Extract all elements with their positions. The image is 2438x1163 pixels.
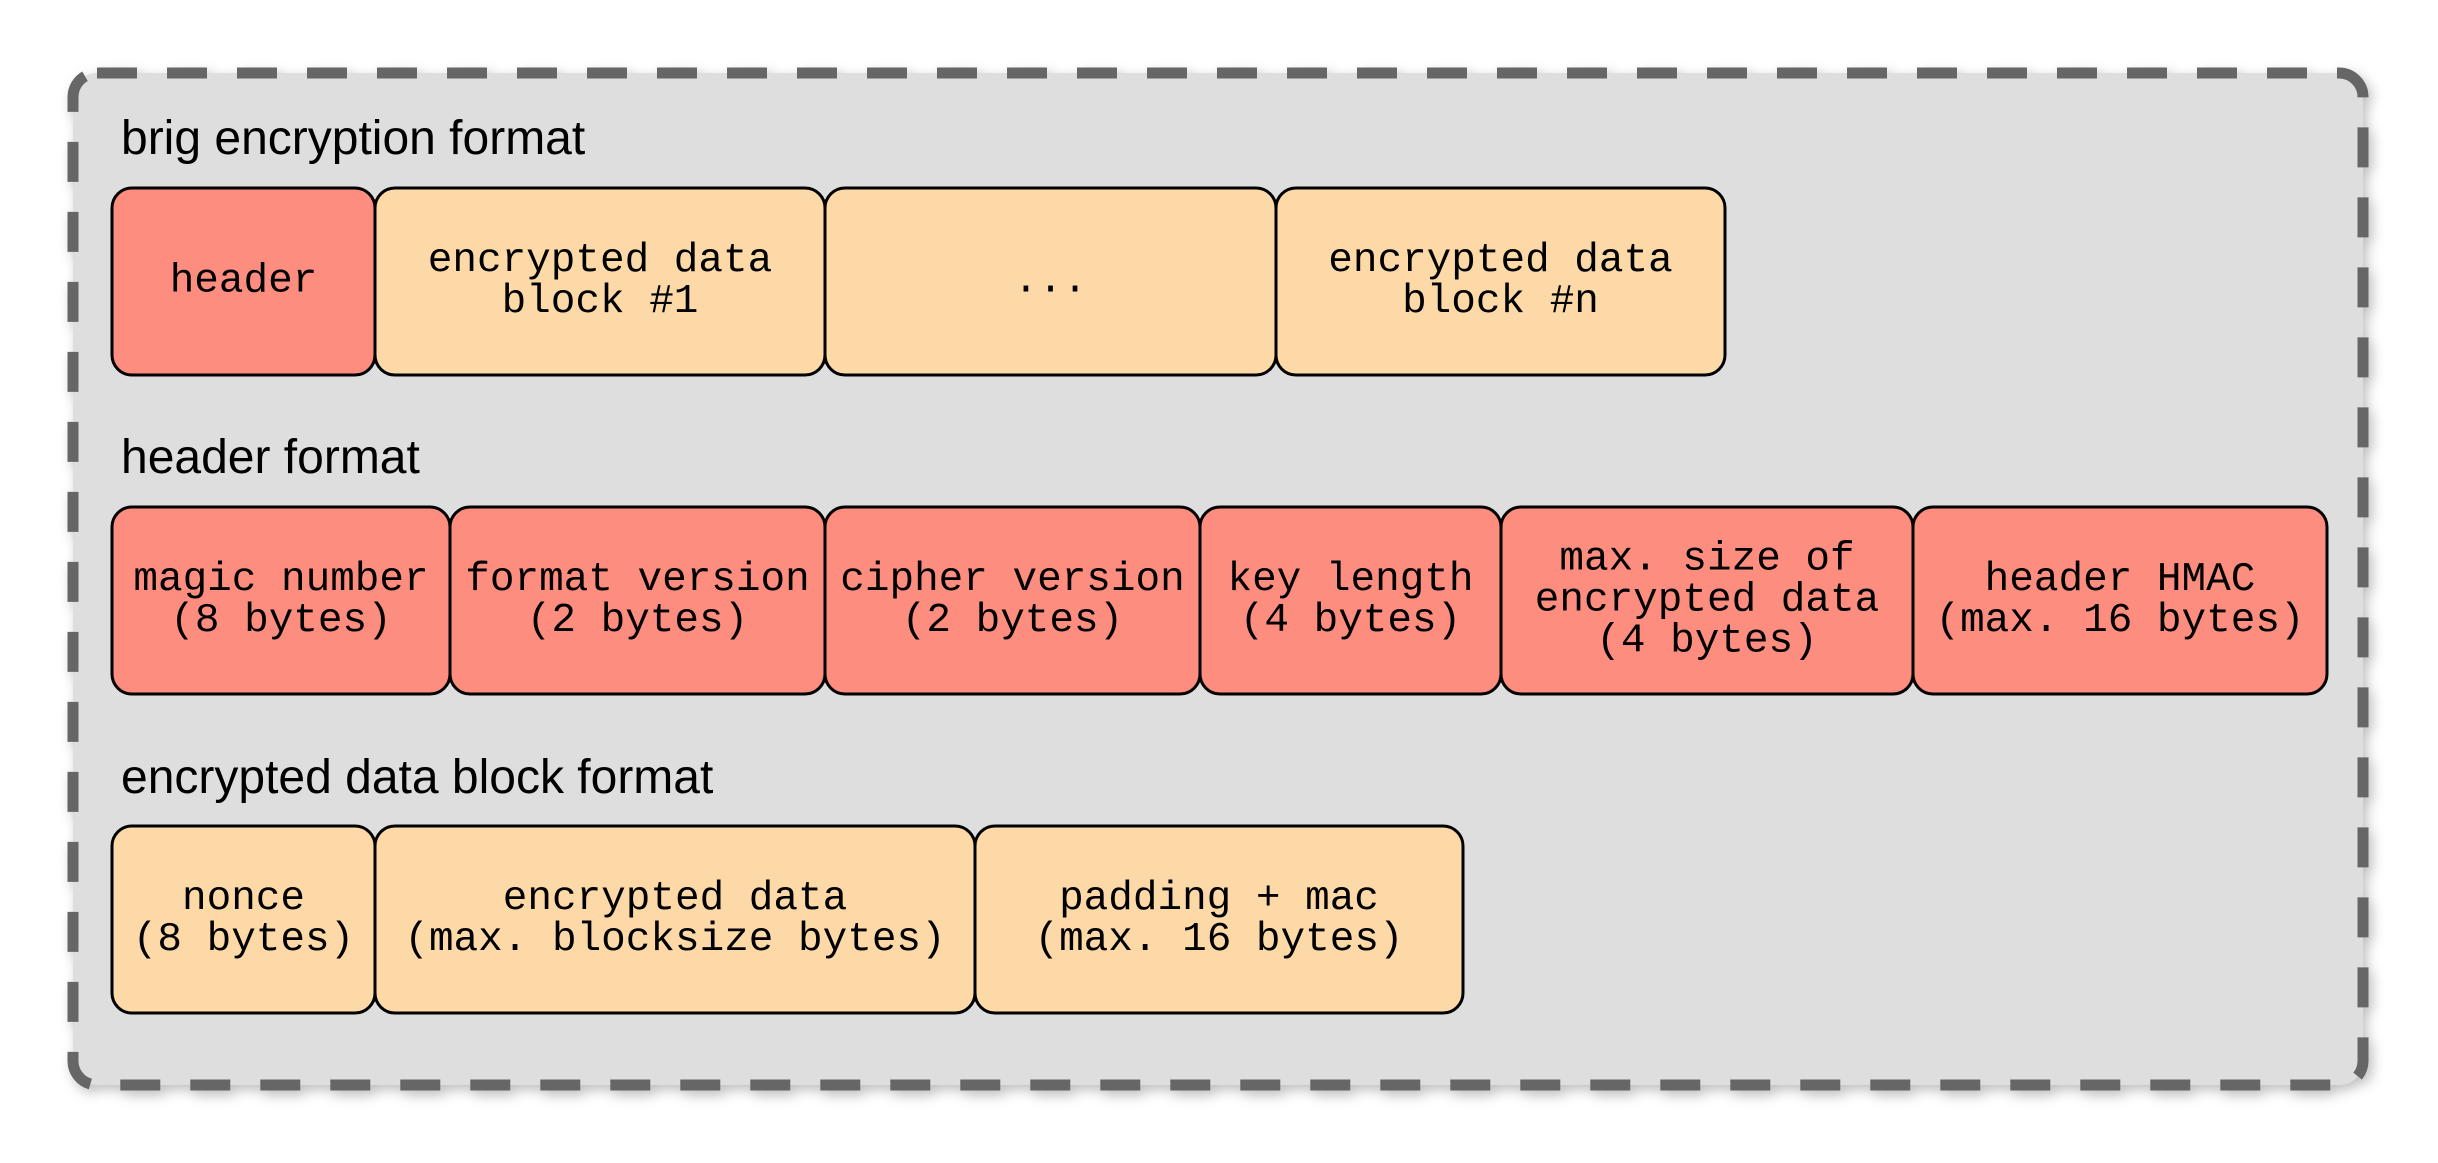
block-2-2: padding + mac(max. 16 bytes) (973, 824, 1465, 1015)
block-label-line: format version (465, 557, 809, 603)
block-label-line: block #1 (502, 279, 699, 325)
block-label-line: (max. 16 bytes) (1034, 917, 1403, 963)
block-label-line: encrypted data (428, 238, 772, 284)
block-label-line: encrypted data (1535, 578, 1879, 624)
block-label-line: encrypted data (503, 876, 847, 922)
block-1-1: format version(2 bytes) (448, 505, 827, 696)
block-box (1274, 186, 1727, 377)
block-1-5: header HMAC(max. 16 bytes) (1911, 505, 2329, 696)
block-label-line: magic number (133, 557, 428, 603)
block-label-line: (2 bytes) (527, 598, 748, 644)
block-label-line: padding + mac (1059, 876, 1379, 922)
block-label-line: key length (1227, 557, 1473, 603)
block-1-3: key length(4 bytes) (1198, 505, 1503, 696)
section-title-header-format: header format (121, 431, 420, 484)
block-0-2: ... (823, 186, 1278, 377)
block-label-line: (4 bytes) (1240, 598, 1461, 644)
block-label-line: block #n (1402, 279, 1599, 325)
block-label-line: nonce (182, 876, 305, 922)
block-label-line: max. size of (1559, 537, 1854, 583)
block-label-line: header HMAC (1985, 557, 2256, 603)
block-label-line: ... (1014, 259, 1088, 305)
block-label-line: (2 bytes) (902, 598, 1123, 644)
block-0-0: header (110, 186, 377, 377)
block-box (1911, 505, 2329, 696)
row-encrypted-data-block-format: nonce(8 bytes)encrypted data(max. blocks… (110, 824, 1465, 1015)
block-label-line: (8 bytes) (133, 917, 354, 963)
block-2-1: encrypted data(max. blocksize bytes) (373, 824, 977, 1015)
block-1-2: cipher version(2 bytes) (823, 505, 1202, 696)
block-label-line: (max. blocksize bytes) (404, 917, 945, 963)
block-2-0: nonce(8 bytes) (110, 824, 377, 1015)
section-title-encrypted-data-block-format: encrypted data block format (121, 751, 713, 804)
block-label-line: header (170, 259, 318, 305)
block-label-line: (4 bytes) (1596, 619, 1817, 665)
block-label-line: (8 bytes) (170, 598, 391, 644)
section-title-brig-encryption-format: brig encryption format (121, 112, 585, 165)
block-label-line: cipher version (840, 557, 1184, 603)
block-box (973, 824, 1465, 1015)
block-label-line: (max. 16 bytes) (1935, 598, 2304, 644)
block-label-line: encrypted data (1328, 238, 1672, 284)
block-1-0: magic number(8 bytes) (110, 505, 452, 696)
row-header-format: magic number(8 bytes)format version(2 by… (110, 505, 2329, 696)
